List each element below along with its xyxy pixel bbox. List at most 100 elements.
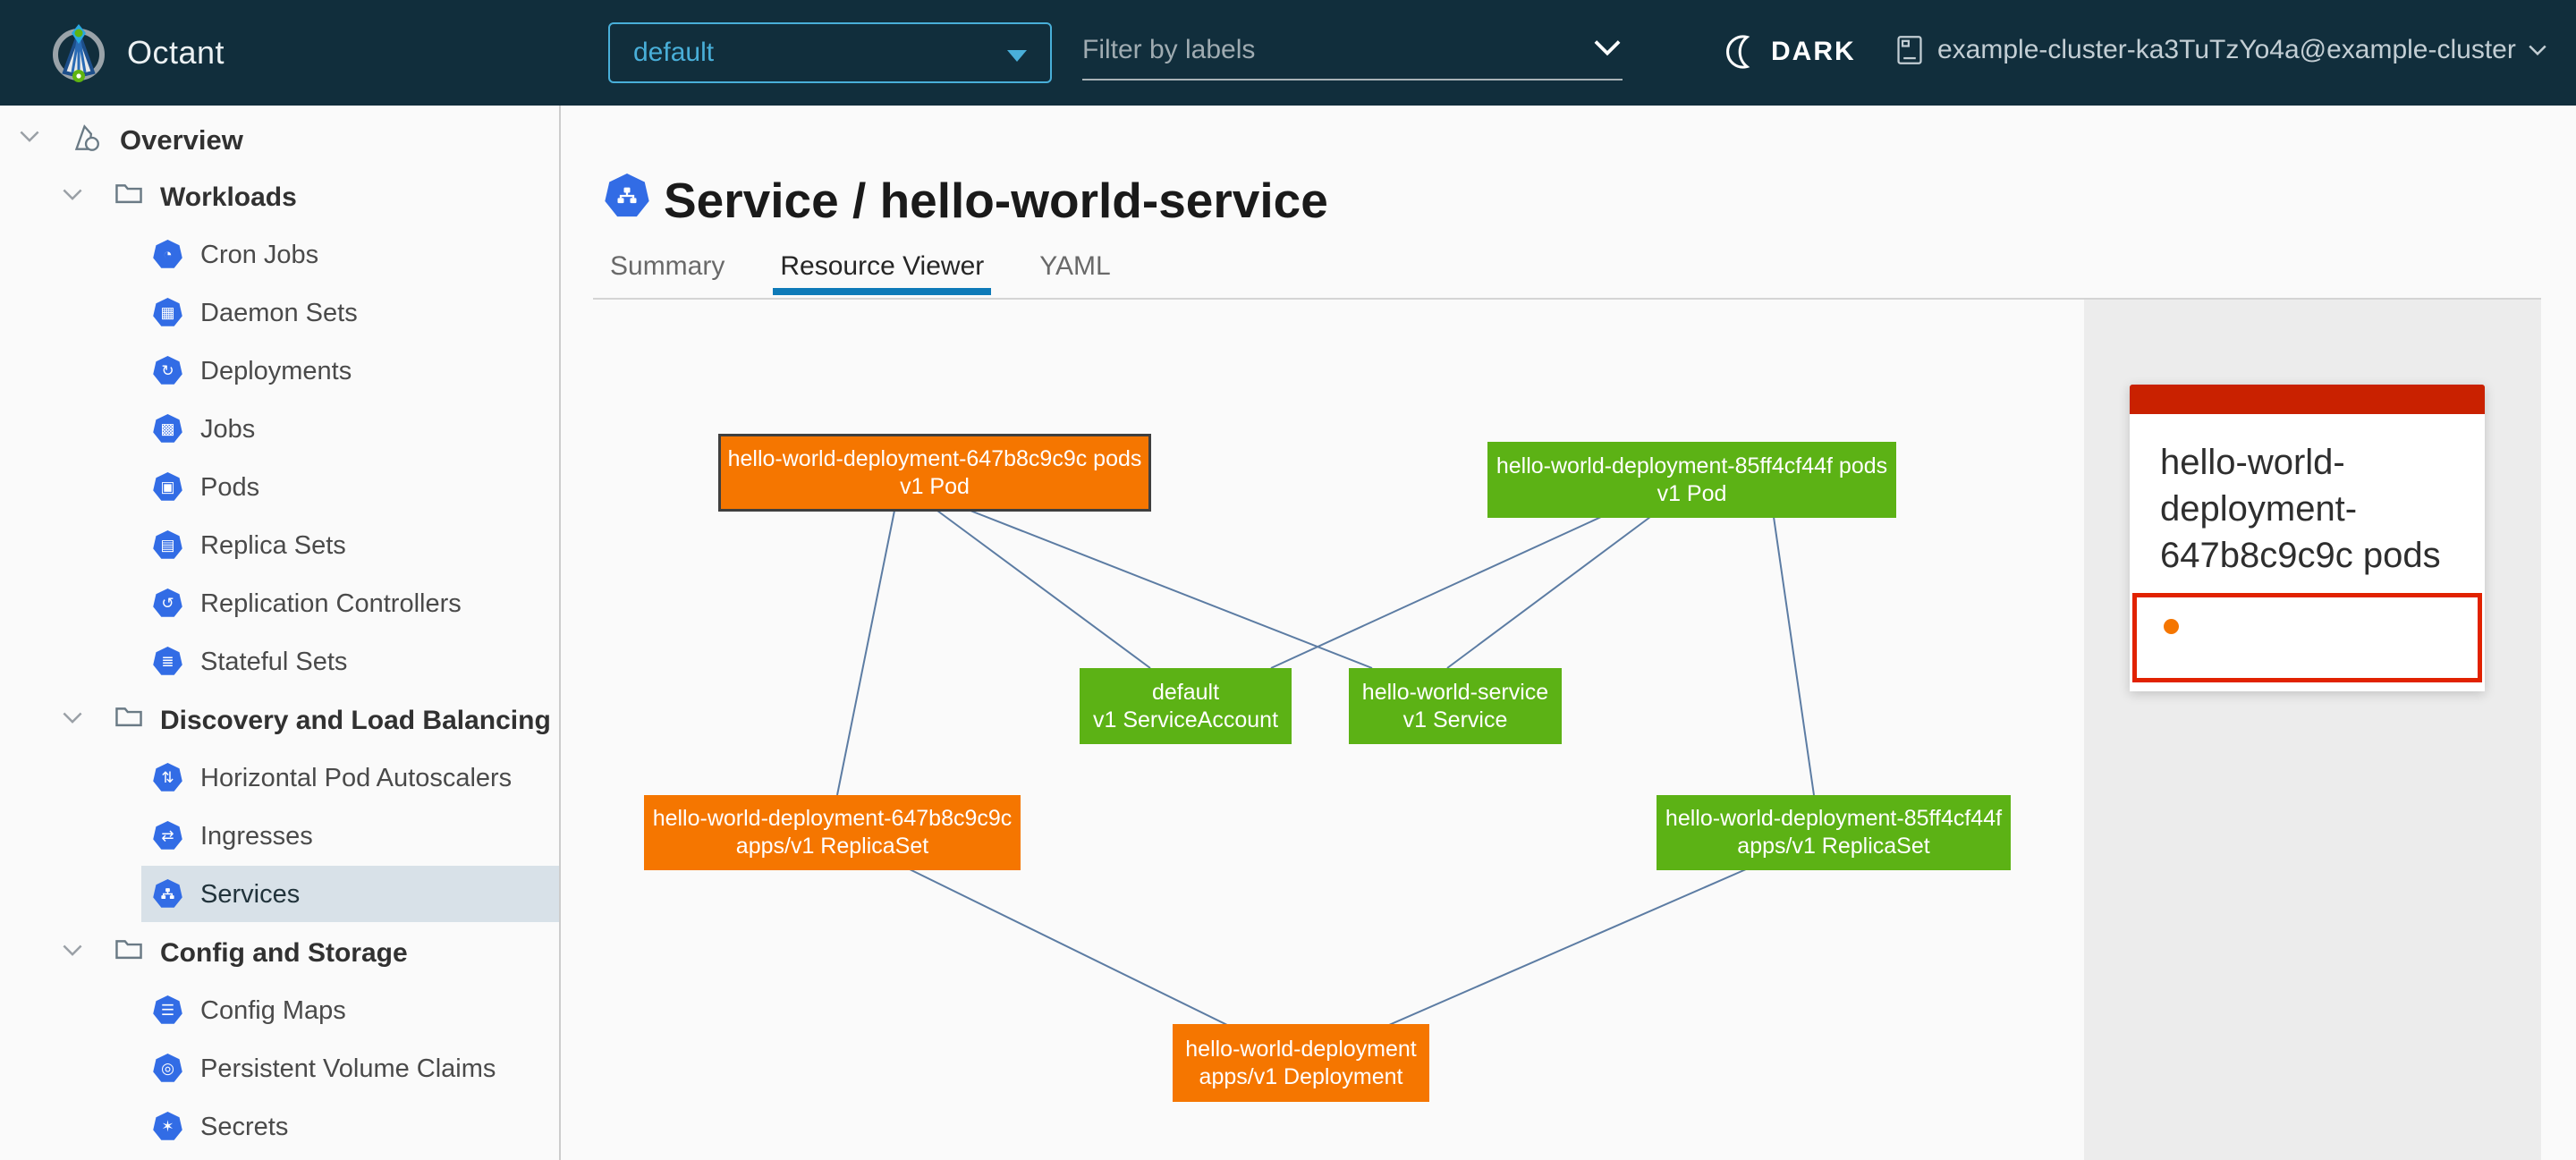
- chevron-down-icon[interactable]: [63, 189, 82, 206]
- namespace-dropdown-value: default: [633, 38, 715, 67]
- chevron-down-icon[interactable]: [63, 712, 82, 729]
- k8s-pvc-icon: ◎: [153, 1054, 182, 1082]
- k8s-daemon-sets-icon: ▦: [153, 298, 182, 326]
- sidebar-item-label: Persistent Volume Claims: [200, 1054, 496, 1083]
- sidebar-item-replication-controllers[interactable]: ↺Replication Controllers: [0, 574, 559, 632]
- resource-tabs: Summary Resource Viewer YAML: [610, 251, 1111, 295]
- moon-icon: [1726, 35, 1750, 69]
- node-kind: apps/v1 ReplicaSet: [735, 834, 929, 859]
- page-title: Service / hello-world-service: [664, 173, 1328, 228]
- namespace-dropdown[interactable]: default: [608, 22, 1052, 83]
- k8s-services-icon: [153, 879, 182, 908]
- node-label: default: [1151, 679, 1220, 705]
- app-title: Octant: [127, 34, 225, 71]
- node-label: hello-world-service: [1361, 679, 1549, 705]
- sidebar-item-label: Replica Sets: [200, 531, 346, 560]
- sidebar-item-workloads[interactable]: Workloads: [0, 167, 559, 225]
- graph-edge: [836, 510, 895, 796]
- sidebar-item-jobs[interactable]: ▩ Jobs: [0, 400, 559, 458]
- dark-theme-toggle[interactable]: DARK: [1723, 32, 1856, 72]
- node-kind: v1 Service: [1402, 707, 1508, 732]
- chevron-down-icon[interactable]: [20, 131, 39, 148]
- sidebar-item-config-maps[interactable]: ☰Config Maps: [0, 981, 559, 1039]
- app-header: Octant default DARK example-cluster-ka3T…: [0, 0, 2576, 106]
- folder-icon: [114, 937, 143, 965]
- cluster-context-switcher[interactable]: example-cluster-ka3TuTzYo4a@example-clus…: [1894, 32, 2546, 68]
- node-label: hello-world-deployment-85ff4cf44f pods: [1496, 453, 1888, 478]
- chevron-down-icon: [2529, 45, 2546, 55]
- sidebar-item-pods[interactable]: ▣Pods: [0, 458, 559, 516]
- k8s-service-heptagon-icon: [605, 174, 649, 217]
- sidebar-item-label: Services: [200, 880, 301, 909]
- sidebar-item-label: Config and Storage: [160, 938, 408, 968]
- sidebar-item-label: Deployments: [200, 357, 352, 385]
- sidebar-item-deployments[interactable]: ↻Deployments: [0, 342, 559, 400]
- sidebar-item-label: Cron Jobs: [200, 241, 319, 269]
- sidebar-item-label: Replication Controllers: [200, 589, 462, 618]
- sidebar-item-persistent-volume-claims[interactable]: ◎ Persistent Volume Claims: [0, 1039, 559, 1097]
- k8s-replica-sets-icon: ▤: [153, 530, 182, 559]
- sidebar-item-label: Workloads: [160, 182, 297, 212]
- cluster-context-label: example-cluster-ka3TuTzYo4a@example-clus…: [1937, 35, 2516, 64]
- node-kind: v1 ServiceAccount: [1092, 707, 1279, 732]
- graph-edge: [1446, 516, 1651, 669]
- k8s-pods-icon: ▣: [153, 472, 182, 501]
- caret-down-icon: [1007, 50, 1027, 62]
- k8s-jobs-icon: ▩: [153, 414, 182, 443]
- sidebar-item-daemon-sets[interactable]: ▦ Daemon Sets: [0, 284, 559, 342]
- folder-icon: [114, 705, 143, 732]
- tab-summary[interactable]: Summary: [610, 251, 725, 281]
- applications-icon: [68, 121, 102, 159]
- node-kind: apps/v1 Deployment: [1199, 1063, 1403, 1089]
- sidebar-item-discovery-and-load-balancing[interactable]: Discovery and Load Balancing: [0, 690, 559, 749]
- sidebar-item-overview[interactable]: Overview: [0, 109, 559, 167]
- graph-node-hello-world-deployment-85ff4cf44f-apps-v1-replicaset[interactable]: hello-world-deployment-85ff4cf44f apps/v1…: [1657, 795, 2011, 870]
- chevron-down-icon[interactable]: [1594, 39, 1621, 57]
- tab-resource-viewer[interactable]: Resource Viewer: [773, 251, 992, 295]
- folder-icon: [114, 182, 143, 209]
- chevron-down-icon[interactable]: [63, 944, 82, 961]
- service-resource-icon: [605, 174, 649, 218]
- node-kind: v1 Pod: [1657, 480, 1727, 506]
- node-label: hello-world-deployment-647b8c9c9c pods: [727, 445, 1142, 471]
- graph-edge: [1270, 516, 1602, 669]
- graph-edge: [1773, 516, 1815, 796]
- k8s-ingresses-icon: ⇄: [153, 821, 182, 850]
- sidebar-item-label: Jobs: [200, 415, 256, 444]
- sidebar-item-cron-jobs[interactable]: ◔Cron Jobs: [0, 225, 559, 284]
- selected-node-card[interactable]: hello-world-deployment-647b8c9c9c pods: [2130, 385, 2485, 691]
- k8s-config-maps-icon: ☰: [153, 995, 182, 1024]
- sidebar-item-label: Daemon Sets: [200, 299, 358, 327]
- sidebar-item-ingresses[interactable]: ⇄Ingresses: [0, 807, 559, 865]
- sidebar-item-secrets[interactable]: ✶Secrets: [0, 1097, 559, 1156]
- sidebar-item-replica-sets[interactable]: ▤ Replica Sets: [0, 516, 559, 574]
- label-filter: [1082, 25, 1623, 80]
- sidebar-item-horizontal-pod-autoscalers[interactable]: ⇅Horizontal Pod Autoscalers: [0, 749, 559, 807]
- sidebar-item-stateful-sets[interactable]: ≣Stateful Sets: [0, 632, 559, 690]
- octant-logo-icon: [53, 24, 105, 82]
- node-label: hello-world-deployment-85ff4cf44f: [1665, 806, 2003, 831]
- node-kind: apps/v1 ReplicaSet: [1737, 834, 1930, 859]
- tab-yaml[interactable]: YAML: [1039, 251, 1111, 281]
- node-kind: v1 Pod: [900, 473, 970, 499]
- pod-status-dot-icon: [2164, 619, 2179, 634]
- graph-edge: [970, 510, 1373, 669]
- card-body: hello-world-deployment-647b8c9c9c pods: [2130, 414, 2485, 691]
- sidebar-item-services[interactable]: Services: [0, 865, 559, 923]
- label-filter-input[interactable]: [1082, 25, 1565, 75]
- cluster-icon: [1897, 36, 1922, 64]
- pod-status-box[interactable]: [2132, 593, 2482, 682]
- node-detail-panel: hello-world-deployment-647b8c9c9c pods: [2084, 300, 2541, 1160]
- selected-row-highlight: [141, 866, 559, 922]
- sidebar-item-config-and-storage[interactable]: Config and Storage: [0, 923, 559, 981]
- sidebar-item-label: Horizontal Pod Autoscalers: [200, 764, 513, 792]
- k8s-stateful-sets-icon: ≣: [153, 647, 182, 675]
- node-label: hello-world-deployment: [1185, 1036, 1417, 1062]
